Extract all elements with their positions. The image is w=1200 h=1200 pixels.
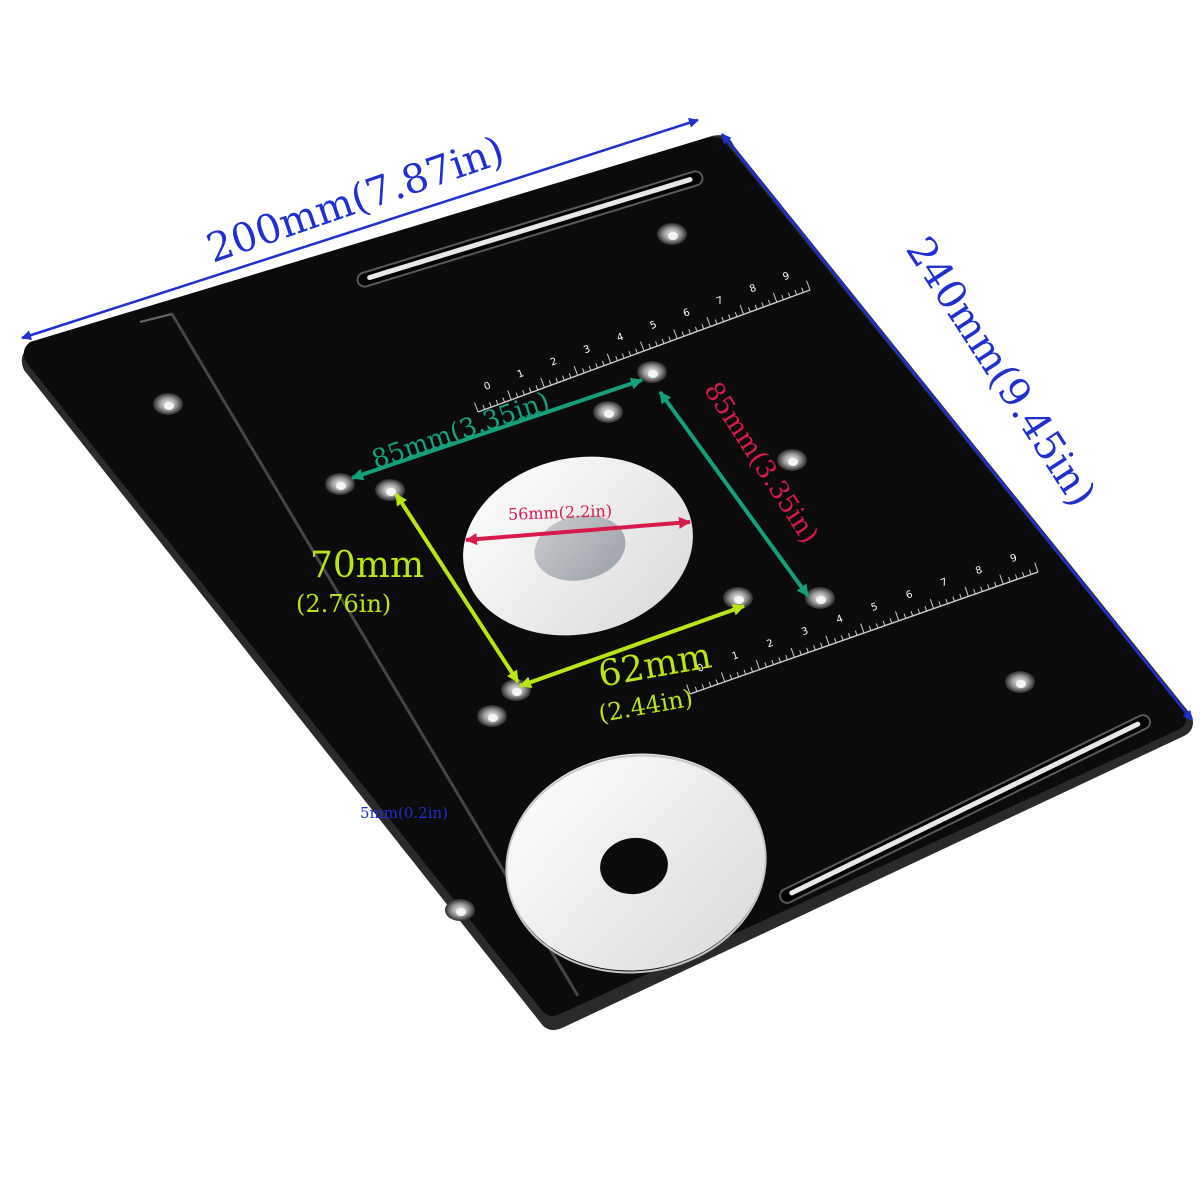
ruler-top-number: 7 [715, 295, 725, 308]
height-arrow [721, 133, 1193, 721]
ruler-top-tick [595, 363, 598, 369]
ruler-top-tick [640, 341, 645, 352]
ruler-top-tick [615, 355, 618, 361]
ruler-top-tick [648, 343, 652, 349]
inner-vertical-mm-label: 70mm [310, 545, 425, 586]
ruler-top-tick [635, 348, 638, 354]
width-arrow [21, 118, 699, 340]
reducing-ring-icon [505, 753, 767, 974]
ruler-top-number: 3 [582, 344, 592, 357]
countersunk-screw-hole-icon [593, 401, 623, 423]
vertical-85-arrow [658, 390, 810, 598]
bottom-slot [779, 714, 1151, 904]
ruler-top-tick [714, 319, 718, 325]
ruler-top-tick [573, 365, 579, 376]
countersunk-screw-hole-icon [1005, 671, 1035, 693]
vertical-70-arrow [394, 492, 520, 684]
inner-vertical-in-label: (2.76in) [296, 590, 392, 618]
thickness-dimension-label: 5mm(0.2in) [360, 804, 449, 822]
horizontal-62-arrow [519, 604, 745, 688]
ruler-top-tick [628, 351, 632, 357]
countersunk-screw-hole-icon [805, 587, 835, 609]
ruler-top-number: 2 [549, 356, 559, 369]
ruler-top-tick [621, 353, 625, 359]
countersunk-screw-hole-icon [445, 899, 475, 921]
countersunk-screw-hole-icon [657, 223, 687, 245]
ruler-top-tick [706, 317, 711, 327]
countersunk-screw-hole-icon [153, 393, 183, 415]
center-hole-label: 56mm(2.2in) [507, 501, 613, 524]
countersunk-screw-hole-icon [637, 361, 667, 383]
ruler-top-number: 1 [516, 368, 526, 381]
countersunk-screw-hole-icon [723, 587, 753, 609]
countersunk-screw-hole-icon [325, 473, 355, 495]
ruler-top-tick [606, 353, 612, 364]
ruler-top-tick [588, 365, 592, 371]
ruler-top-tick [655, 341, 658, 347]
ruler-top-tick [601, 360, 605, 366]
ruler-top-tick [568, 372, 572, 379]
horizontal-85-arrow [351, 377, 643, 481]
ruler-top-tick [582, 368, 585, 374]
ruler-top-tick [701, 324, 705, 330]
countersunk-screw-hole-icon [477, 705, 507, 727]
